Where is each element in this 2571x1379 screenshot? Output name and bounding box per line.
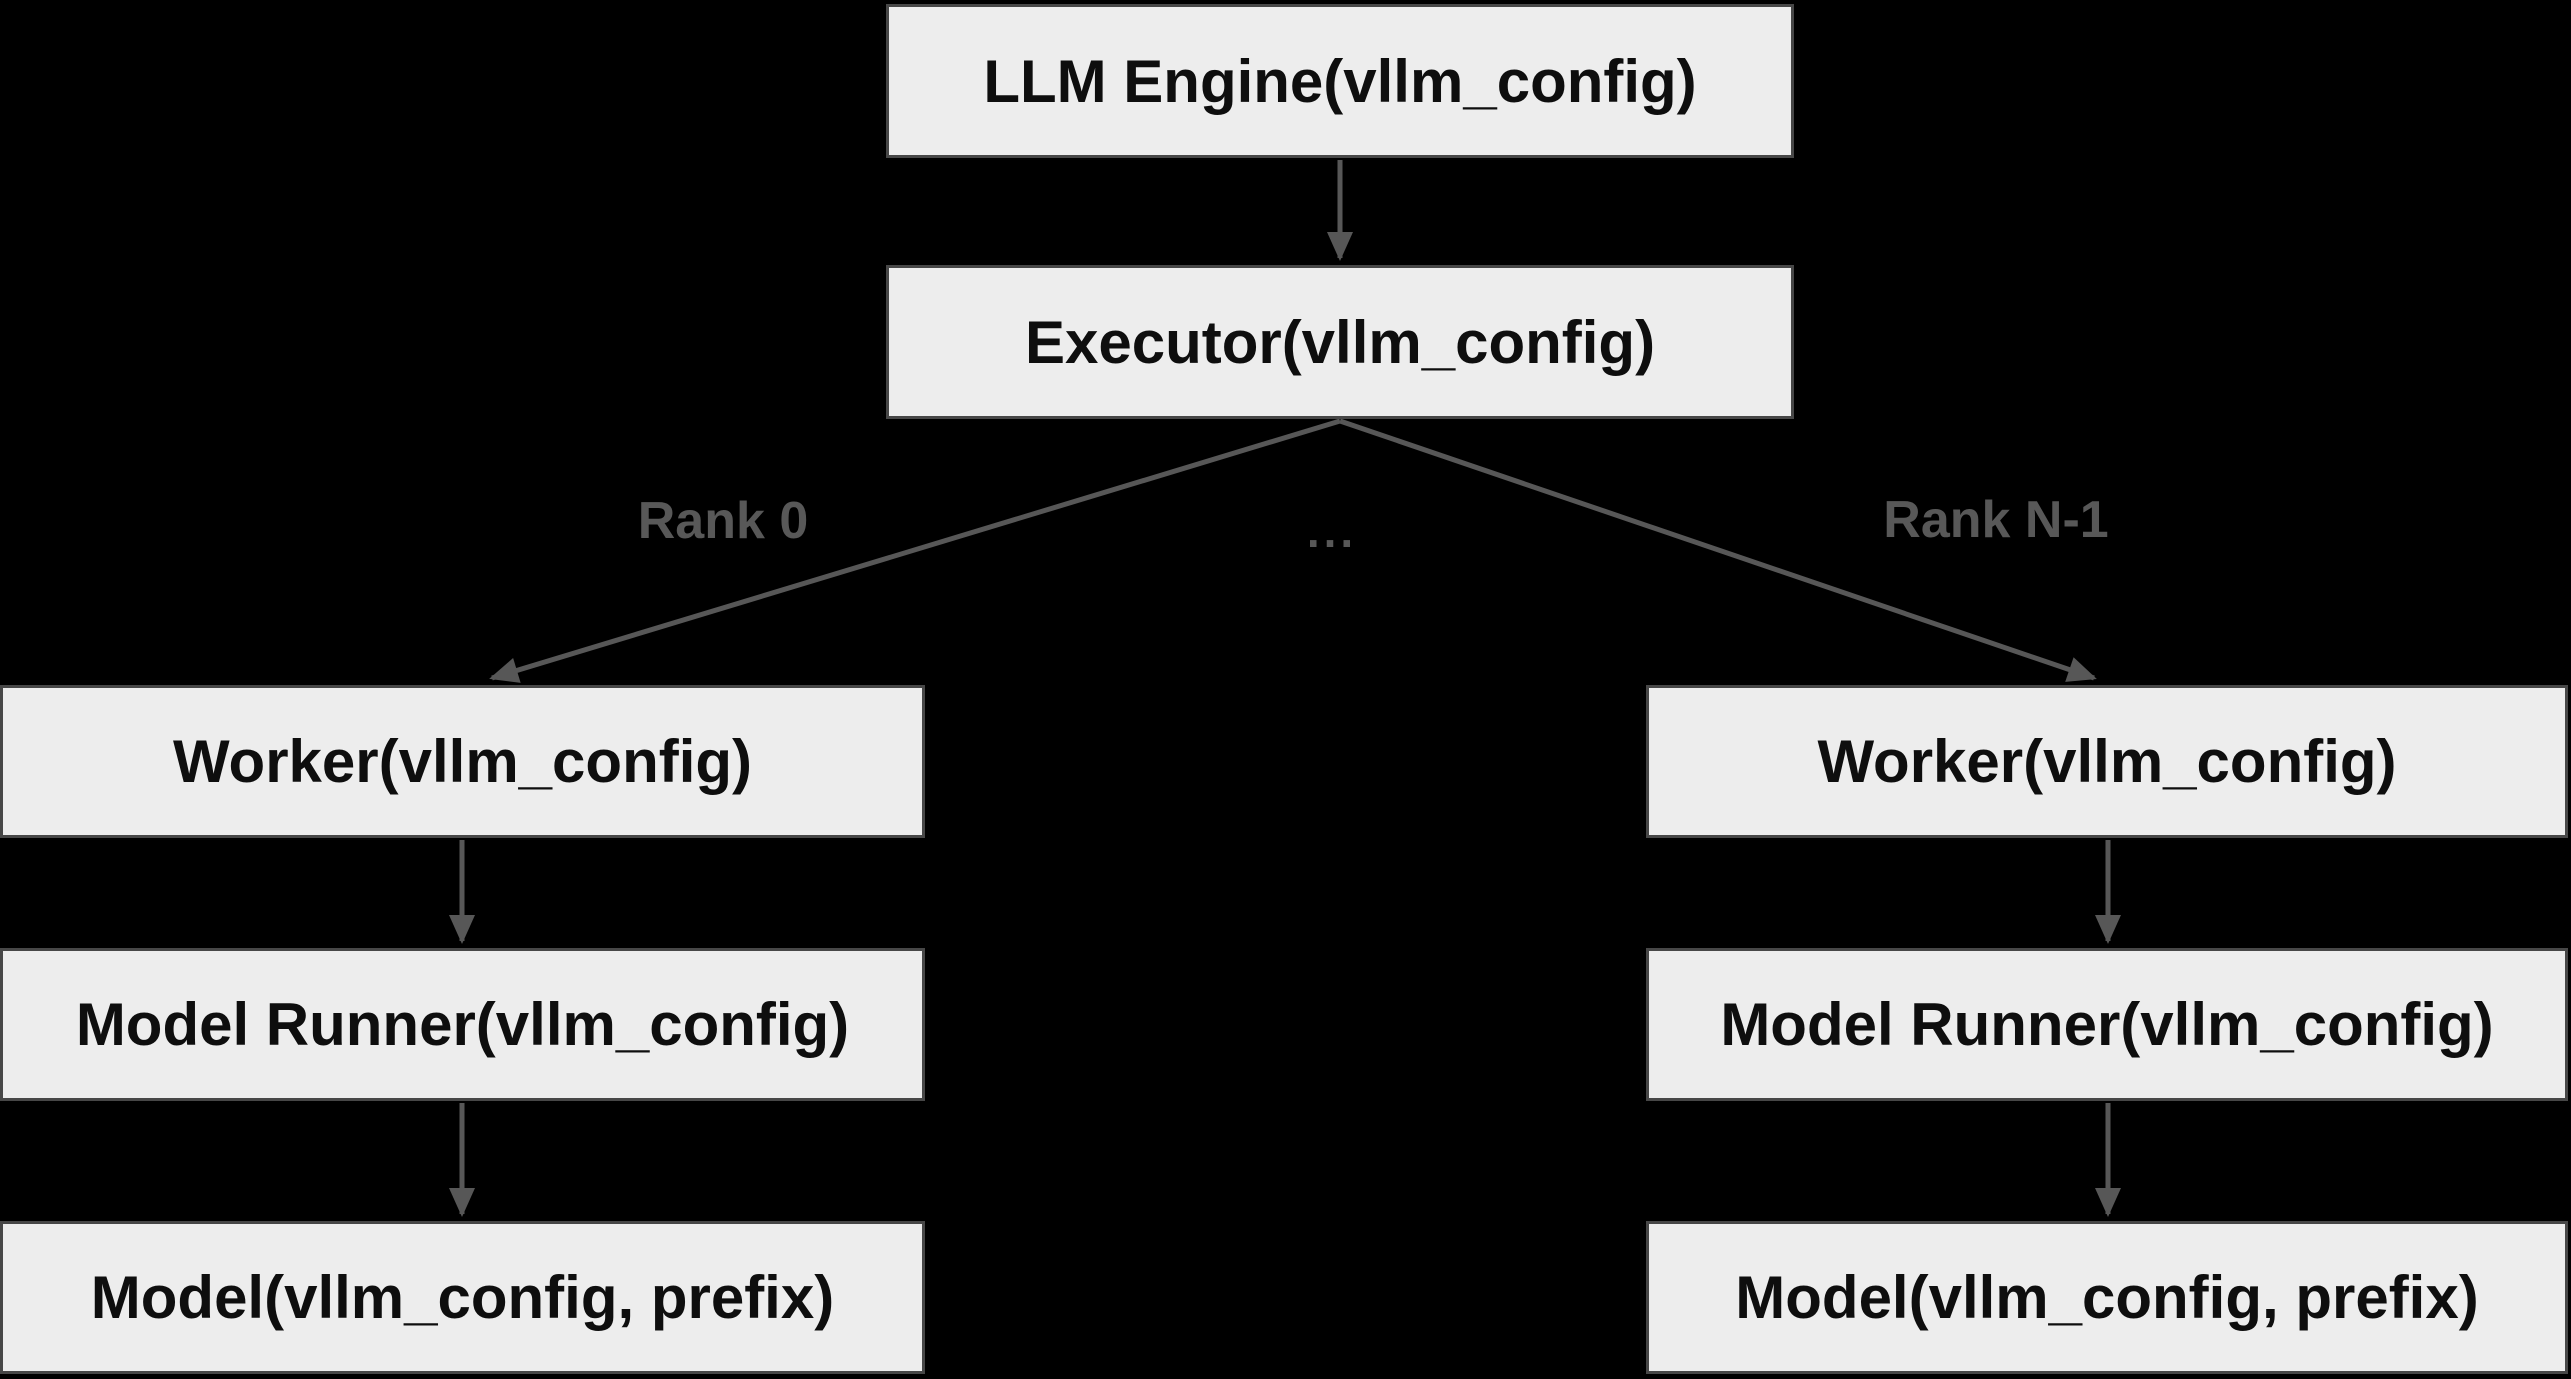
model-runner-left-node: Model Runner(vllm_config) xyxy=(0,948,925,1101)
rank-0-edge-label: Rank 0 xyxy=(637,492,809,550)
worker-left-node: Worker(vllm_config) xyxy=(0,685,925,838)
rank-n-1-edge-label: Rank N-1 xyxy=(1883,491,2109,549)
model-right-node: Model(vllm_config, prefix) xyxy=(1646,1221,2568,1374)
model-left-node: Model(vllm_config, prefix) xyxy=(0,1221,925,1374)
llm-engine-label: LLM Engine(vllm_config) xyxy=(983,47,1697,115)
worker-right-label: Worker(vllm_config) xyxy=(1817,728,2397,795)
model-right-label: Model(vllm_config, prefix) xyxy=(1735,1264,2479,1331)
worker-right-node: Worker(vllm_config) xyxy=(1646,685,2568,838)
model-runner-right-label: Model Runner(vllm_config) xyxy=(1720,991,2494,1058)
executor-node: Executor(vllm_config) xyxy=(886,265,1794,419)
edge-executor-to-worker-left xyxy=(489,418,1341,683)
llm-engine-node: LLM Engine(vllm_config) xyxy=(886,4,1794,158)
model-runner-left-label: Model Runner(vllm_config) xyxy=(75,991,850,1058)
executor-label: Executor(vllm_config) xyxy=(1024,308,1656,376)
model-runner-right-node: Model Runner(vllm_config) xyxy=(1646,948,2568,1101)
ellipsis-edge-label: ... xyxy=(1306,505,1358,557)
worker-left-label: Worker(vllm_config) xyxy=(173,728,752,795)
model-left-label: Model(vllm_config, prefix) xyxy=(90,1264,835,1331)
